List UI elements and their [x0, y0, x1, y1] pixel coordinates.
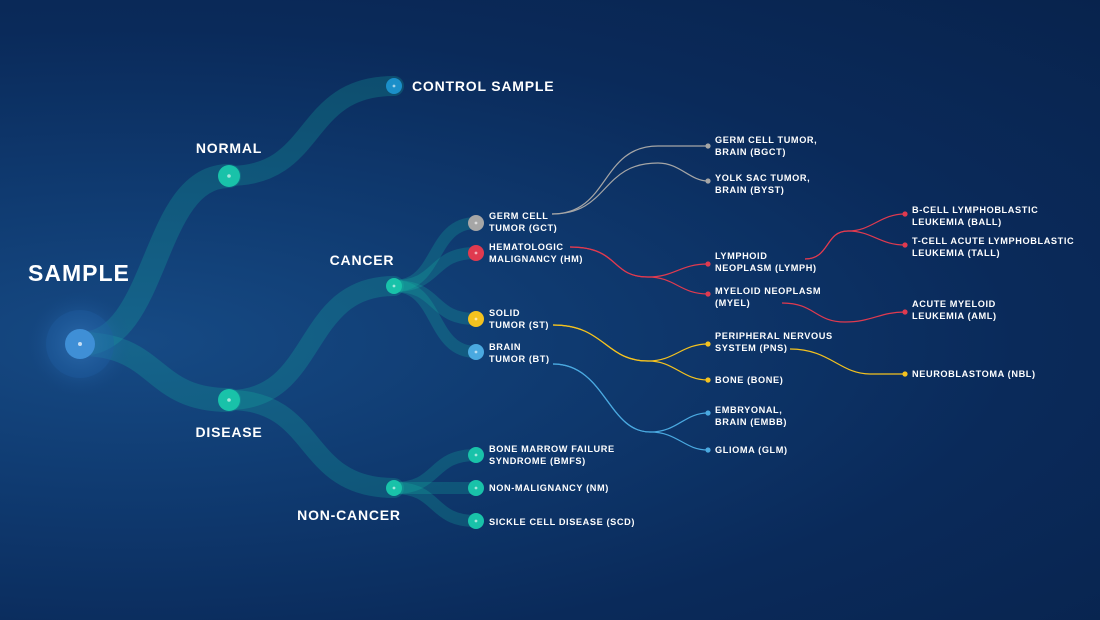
bgct-label: GERM CELL TUMOR,BRAIN (BGCT) [715, 135, 817, 157]
disease-node-dot [227, 398, 231, 402]
connector-st-pns [552, 324, 709, 362]
bmfs-node-dot [474, 453, 478, 457]
normal-label: NORMAL [196, 140, 262, 156]
connector-lymph-tall [804, 230, 906, 260]
tall-dot[interactable] [902, 242, 908, 248]
myel-label: MYELOID NEOPLASM(MYEL) [715, 286, 821, 308]
myel-dot[interactable] [705, 291, 711, 297]
leaf-dots [705, 143, 908, 453]
st-node-dot [474, 317, 478, 321]
glm-dot[interactable] [705, 447, 711, 453]
branch-disease-noncancer [219, 390, 404, 498]
cancer-label: CANCER [330, 252, 395, 268]
sample-label: SAMPLE [28, 260, 130, 286]
branch-normal-control [219, 76, 404, 186]
scd-label: SICKLE CELL DISEASE (SCD) [489, 517, 635, 527]
nbl-label: NEUROBLASTOMA (NBL) [912, 369, 1036, 379]
nbl-dot[interactable] [902, 371, 908, 377]
bone-dot[interactable] [705, 377, 711, 383]
bt-node-dot [474, 350, 478, 354]
connector-gct-byst [551, 162, 709, 215]
sample-node-dot [78, 342, 82, 346]
branch-cancer-bt [388, 280, 482, 358]
nm-label: NON-MALIGNANCY (NM) [489, 483, 609, 493]
byst-dot[interactable] [705, 178, 711, 184]
byst-label: YOLK SAC TUMOR,BRAIN (BYST) [715, 173, 810, 195]
branch-cancer-gct [388, 217, 482, 292]
primary-branches [68, 76, 482, 527]
scd-node-dot [474, 519, 478, 523]
branch-cancer-hm [388, 247, 482, 292]
connector-hm-myel [569, 246, 709, 295]
connector-pns-nbl [789, 348, 905, 375]
aml-dot[interactable] [902, 309, 908, 315]
hm-node-dot [474, 251, 478, 255]
node-centers [227, 84, 478, 523]
noncancer-node-dot [392, 486, 396, 490]
connector-myel-aml [781, 302, 906, 323]
pns-dot[interactable] [705, 341, 711, 347]
normal-node-dot [227, 174, 231, 178]
control-node-dot [392, 84, 396, 88]
labels: SAMPLE NORMAL DISEASE CONTROL SAMPLE CAN… [28, 78, 1074, 527]
ball-dot[interactable] [902, 211, 908, 217]
nm-node-dot [474, 486, 478, 490]
connector-bt-glm [552, 363, 709, 451]
connector-gct-bgct [551, 145, 708, 215]
connector-lymph-ball [804, 213, 906, 260]
glm-label: GLIOMA (GLM) [715, 445, 788, 455]
embb-label: EMBRYONAL,BRAIN (EMBB) [715, 405, 787, 427]
lymph-dot[interactable] [705, 261, 711, 267]
gct-node-dot [474, 221, 478, 225]
cancer-node-dot [392, 284, 396, 288]
noncancer-label: NON-CANCER [297, 507, 401, 523]
branch-noncancer-scd [388, 482, 482, 527]
control-label: CONTROL SAMPLE [412, 78, 554, 94]
branch-disease-cancer [219, 276, 404, 410]
branch-cancer-st [388, 280, 482, 325]
connector-st-bone [552, 324, 709, 381]
branch-noncancer-bmfs [388, 449, 482, 494]
bone-label: BONE (BONE) [715, 375, 783, 385]
disease-label: DISEASE [195, 424, 262, 440]
bgct-dot[interactable] [705, 143, 711, 149]
embb-dot[interactable] [705, 410, 711, 416]
subtype-connectors [551, 145, 906, 451]
connector-hm-lymph [569, 246, 709, 278]
